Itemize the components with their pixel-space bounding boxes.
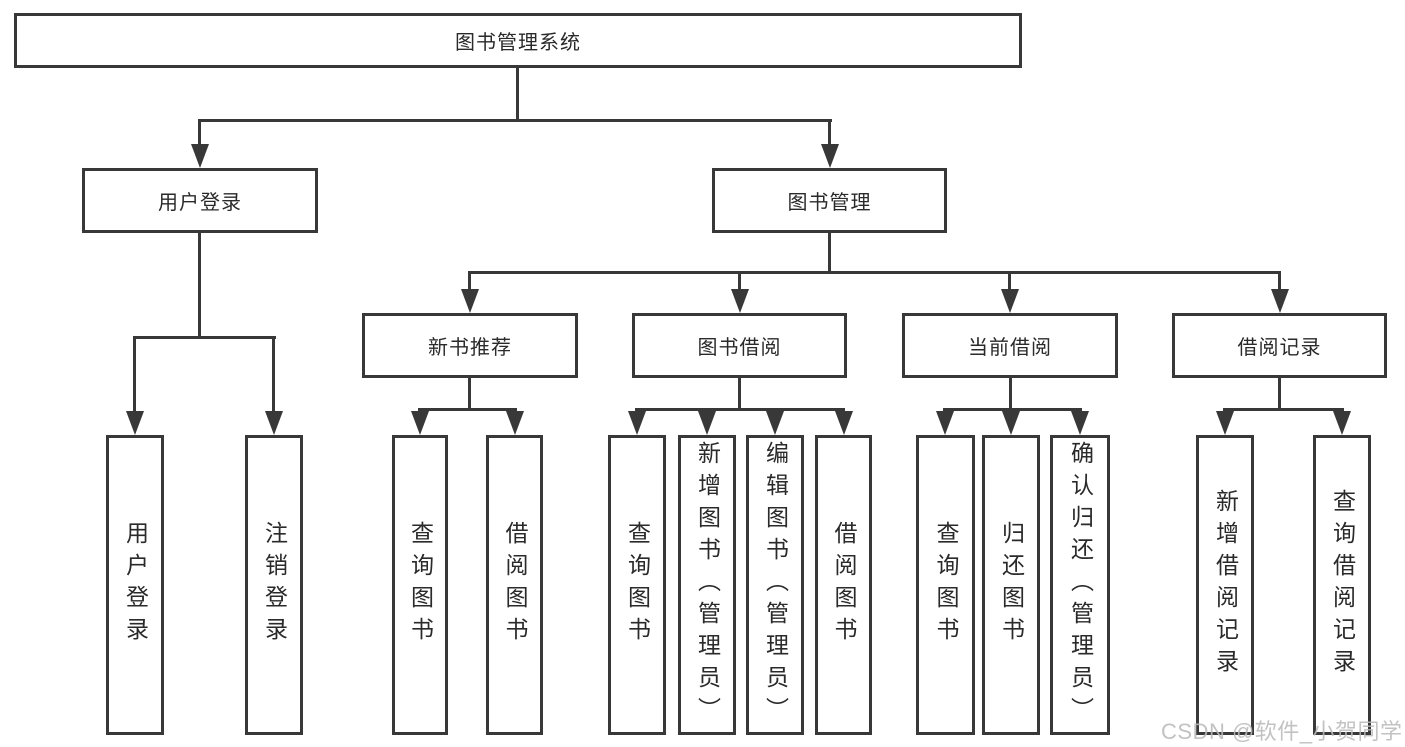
- leaf-query-books-current-label: 查询图书: [933, 521, 959, 649]
- node-book-borrowing: 图书借阅: [632, 313, 847, 378]
- node-current-borrowing: 当前借阅: [902, 313, 1118, 378]
- connector-user-login-drop-1: [133, 336, 136, 414]
- leaf-query-borrow-record: 查询借阅记录: [1313, 435, 1371, 735]
- node-user-login-label: 用户登录: [158, 192, 242, 214]
- leaf-borrow-books-recommend-label: 借阅图书: [502, 521, 528, 649]
- arrow-down-icon-borrowing-borrow: [835, 411, 853, 435]
- leaf-user-login: 用户登录: [106, 435, 164, 735]
- arrow-down-icon-new-book-recommend: [461, 289, 479, 313]
- leaf-borrow-books-borrowing: 借阅图书: [815, 435, 872, 735]
- leaf-query-borrow-record-label: 查询借阅记录: [1329, 489, 1356, 681]
- leaf-add-borrow-record-label: 新增借阅记录: [1212, 489, 1239, 681]
- leaf-query-books-recommend-label: 查询图书: [407, 521, 434, 649]
- leaf-user-login-label: 用户登录: [122, 521, 149, 649]
- connector-records-stem: [1278, 378, 1281, 411]
- connector-root-drop-right: [828, 119, 831, 147]
- node-root: 图书管理系统: [14, 13, 1022, 68]
- connector-recommend-branch: [418, 408, 517, 411]
- leaf-confirm-return-admin: 确认归还（管理员）: [1050, 435, 1110, 735]
- arrow-down-icon-recommend-borrow: [506, 411, 524, 435]
- leaf-add-book-admin: 新增图书（管理员）: [678, 435, 736, 735]
- arrow-down-icon-leaf-user-login: [126, 411, 144, 435]
- arrow-down-icon-borrowing-records: [1271, 289, 1289, 313]
- arrow-down-icon-records-add: [1216, 411, 1234, 435]
- connector-current-stem: [1009, 378, 1012, 411]
- connector-root-drop-left: [198, 119, 201, 147]
- connector-user-login-stem: [198, 233, 201, 337]
- watermark: CSDN @软件_小贺同学: [1161, 719, 1403, 744]
- arrow-down-icon-book-management: [821, 144, 839, 168]
- connector-book-management-drop-2: [738, 271, 741, 293]
- node-book-borrowing-label: 图书借阅: [697, 337, 782, 359]
- leaf-query-books-recommend: 查询图书: [392, 435, 448, 735]
- leaf-add-book-admin-label: 新增图书（管理员）: [694, 441, 721, 729]
- connector-user-login-branch: [133, 336, 276, 339]
- leaf-query-books-borrowing: 查询图书: [608, 435, 666, 735]
- arrow-down-icon-borrowing-edit: [766, 411, 784, 435]
- node-root-label: 图书管理系统: [455, 32, 581, 54]
- leaf-return-book-label: 归还图书: [998, 521, 1025, 649]
- connector-current-branch: [943, 408, 1082, 411]
- leaf-borrow-books-borrowing-label: 借阅图书: [831, 521, 857, 649]
- connector-borrowing-stem: [738, 378, 741, 411]
- leaf-query-books-borrowing-label: 查询图书: [624, 521, 651, 649]
- node-book-management-label: 图书管理: [787, 192, 872, 214]
- arrow-down-icon-borrowing-add: [698, 411, 716, 435]
- connector-book-management-stem: [828, 233, 831, 274]
- node-user-login: 用户登录: [82, 168, 318, 233]
- node-current-borrowing-label: 当前借阅: [968, 337, 1052, 359]
- node-borrowing-records-label: 借阅记录: [1237, 337, 1322, 359]
- node-new-book-recommend-label: 新书推荐: [428, 337, 512, 359]
- leaf-return-book: 归还图书: [982, 435, 1040, 735]
- arrow-down-icon-records-query: [1333, 411, 1351, 435]
- arrow-down-icon-current-confirm: [1071, 411, 1089, 435]
- connector-user-login-drop-2: [272, 336, 275, 414]
- arrow-down-icon-borrowing-query: [628, 411, 646, 435]
- leaf-add-borrow-record: 新增借阅记录: [1196, 435, 1254, 735]
- connector-recommend-stem: [468, 378, 471, 411]
- node-borrowing-records: 借阅记录: [1172, 313, 1387, 378]
- leaf-edit-book-admin-label: 编辑图书（管理员）: [762, 441, 789, 729]
- connector-root-branch: [198, 119, 832, 122]
- leaf-logout: 注销登录: [245, 435, 303, 735]
- connector-borrowing-branch: [635, 408, 845, 411]
- leaf-logout-label: 注销登录: [261, 521, 288, 649]
- arrow-down-icon-leaf-logout: [265, 411, 283, 435]
- leaf-borrow-books-recommend: 借阅图书: [486, 435, 543, 735]
- arrow-down-icon-book-borrowing: [731, 289, 749, 313]
- node-new-book-recommend: 新书推荐: [362, 313, 578, 378]
- arrow-down-icon-user-login: [191, 144, 209, 168]
- arrow-down-icon-current-query: [936, 411, 954, 435]
- node-book-management: 图书管理: [712, 168, 947, 233]
- leaf-edit-book-admin: 编辑图书（管理员）: [746, 435, 804, 735]
- connector-book-management-drop-1: [468, 271, 471, 293]
- arrow-down-icon-current-borrowing: [1001, 289, 1019, 313]
- connector-book-management-drop-4: [1278, 271, 1281, 293]
- connector-records-branch: [1223, 408, 1344, 411]
- leaf-query-books-current: 查询图书: [916, 435, 975, 735]
- connector-book-management-branch: [468, 271, 1281, 274]
- connector-book-management-drop-3: [1008, 271, 1011, 293]
- leaf-confirm-return-admin-label: 确认归还（管理员）: [1067, 441, 1094, 729]
- connector-root-stem: [516, 68, 519, 120]
- arrow-down-icon-current-return: [1002, 411, 1020, 435]
- arrow-down-icon-recommend-query: [411, 411, 429, 435]
